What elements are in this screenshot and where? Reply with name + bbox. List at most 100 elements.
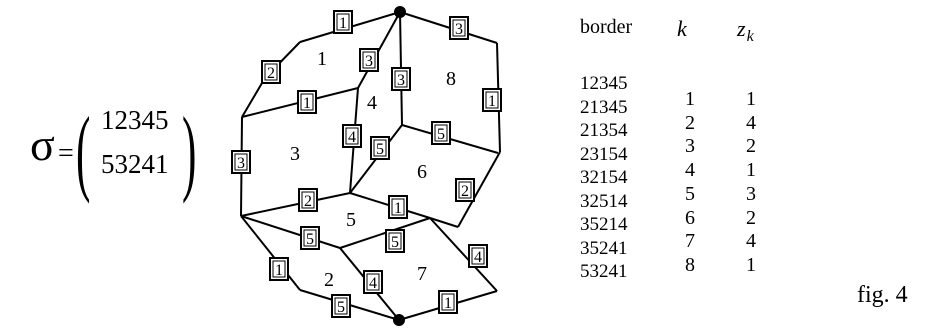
svg-text:1: 1 [488, 93, 496, 110]
edge-label: 5 [431, 121, 451, 145]
border-cell: 21345 [580, 96, 628, 118]
sigma-symbol: σ [30, 119, 55, 170]
vertex-dot [393, 314, 405, 326]
border-cell: 12345 [580, 73, 628, 94]
permutation-bottom-row: 53241 [101, 149, 169, 179]
edge-label: 1 [297, 90, 317, 114]
svg-text:1: 1 [339, 15, 347, 32]
k-cell: 2 [685, 111, 695, 134]
svg-text:1: 1 [275, 262, 283, 279]
svg-text:2: 2 [267, 65, 275, 82]
vertex-dot [394, 6, 406, 18]
z-cell: 1 [746, 159, 756, 182]
edge-label: 1 [333, 10, 353, 34]
edge-label: 4 [363, 270, 383, 294]
face-label: 2 [324, 269, 334, 291]
face-label: 4 [367, 92, 377, 114]
column-header-border: border [580, 16, 633, 38]
z-cell: 1 [746, 253, 756, 276]
z-cell: 4 [746, 111, 756, 134]
diagram-vertices [393, 6, 406, 326]
edge-label: 3 [391, 67, 411, 91]
column-header-z: zk [737, 16, 754, 45]
edge-label: 5 [370, 136, 390, 160]
diagram-edge [429, 217, 459, 228]
permutation-top-row: 12345 [101, 105, 169, 135]
edge-label: 3 [449, 16, 469, 40]
edge-label: 1 [438, 290, 458, 314]
svg-text:1: 1 [444, 295, 452, 312]
border-cell: 35241 [580, 237, 628, 259]
left-parenthesis: ( [76, 97, 91, 204]
svg-text:1: 1 [303, 95, 311, 112]
svg-text:3: 3 [365, 53, 373, 70]
figure-caption: fig. 4 [857, 282, 908, 308]
k-cell: 8 [685, 253, 695, 276]
svg-text:4: 4 [369, 275, 377, 292]
border-cell: 32154 [580, 167, 628, 188]
svg-text:4: 4 [474, 249, 482, 266]
k-cell: 6 [685, 206, 695, 229]
border-cell: 32514 [580, 190, 628, 212]
edge-label: 2 [261, 60, 281, 84]
svg-text:2: 2 [304, 193, 312, 210]
svg-text:5: 5 [437, 126, 445, 143]
diagram-edge [240, 215, 341, 249]
edge-label: 1 [269, 257, 289, 281]
diagram-edge [240, 215, 301, 291]
edge-label: 4 [468, 244, 488, 268]
edge-label: 2 [455, 178, 475, 202]
svg-text:2: 2 [461, 183, 469, 200]
z-cell: 2 [746, 206, 756, 229]
edge-label: 5 [385, 229, 405, 253]
equals-sign: = [58, 138, 74, 169]
z-cell: 4 [746, 230, 756, 253]
k-cell: 3 [685, 135, 695, 158]
edge-label: 4 [342, 124, 362, 148]
border-cell: 21354 [580, 120, 628, 141]
right-parenthesis: ) [182, 97, 197, 204]
diagram-edge [429, 217, 498, 292]
edge-label: 5 [300, 226, 320, 250]
border-cell: 35214 [580, 214, 628, 235]
svg-text:5: 5 [391, 234, 399, 251]
z-cell: 3 [746, 182, 756, 205]
z-cell: 1 [746, 88, 756, 110]
face-label: 8 [446, 68, 456, 90]
edge-label: 2 [298, 188, 318, 212]
diagram-edge [241, 77, 266, 118]
k-cell: 5 [685, 182, 695, 205]
face-label: 1 [317, 48, 327, 70]
k-cell: 7 [685, 230, 695, 253]
edge-label: 3 [231, 150, 251, 174]
svg-text:1: 1 [394, 200, 402, 217]
z-cell: 2 [746, 135, 756, 158]
border-cell: 23154 [580, 143, 628, 165]
k-cell: 4 [685, 159, 695, 182]
edge-label: 3 [359, 48, 379, 72]
edge-label: 1 [388, 195, 408, 219]
svg-text:3: 3 [237, 155, 245, 172]
svg-text:3: 3 [397, 72, 405, 89]
face-label: 6 [417, 161, 427, 183]
face-label: 7 [417, 263, 427, 285]
edge-label: 5 [331, 294, 351, 318]
diagram-edge [457, 151, 501, 228]
edge-label: 1 [482, 88, 502, 112]
diagram-edge [240, 192, 351, 217]
face-label: 5 [346, 209, 356, 231]
svg-text:4: 4 [348, 129, 356, 146]
svg-text:3: 3 [455, 21, 463, 38]
border-cell: 53241 [580, 261, 628, 282]
k-cell: 1 [685, 88, 695, 110]
diagram-edge [399, 11, 498, 44]
face-label: 3 [290, 143, 300, 165]
column-header-k: k [677, 16, 687, 41]
svg-text:5: 5 [337, 299, 345, 316]
